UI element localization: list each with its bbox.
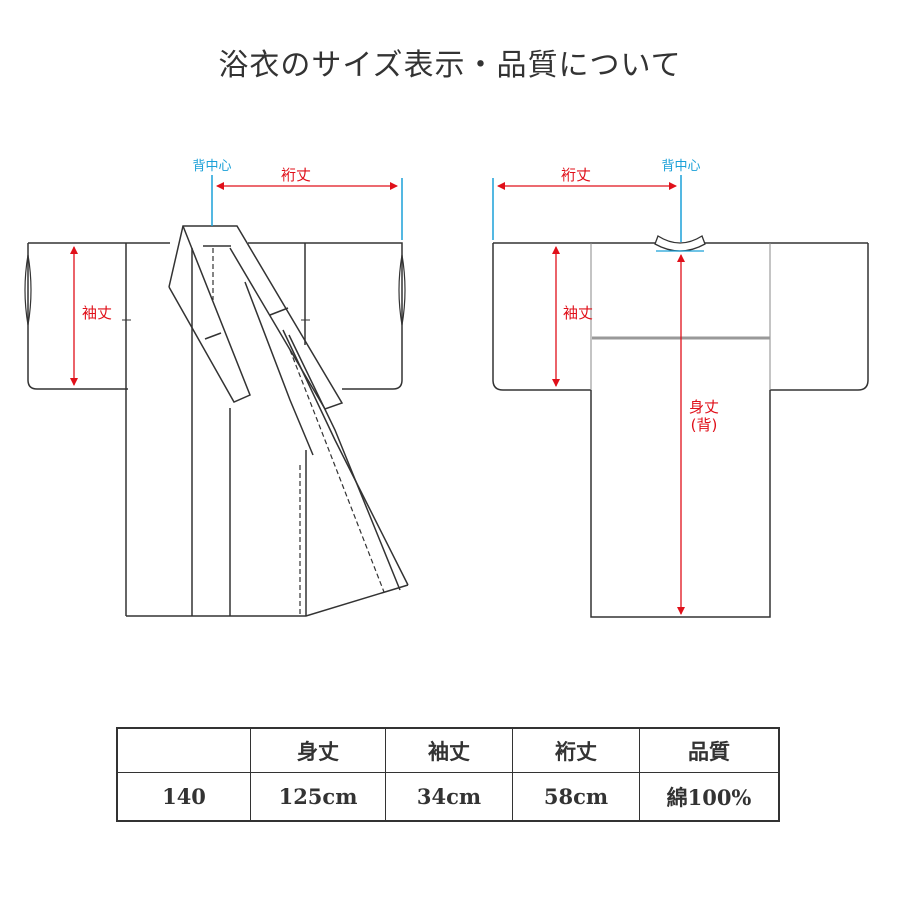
back-back-center-label: 背中心 bbox=[661, 159, 700, 174]
back-yuki-label: 裄丈 bbox=[561, 166, 591, 184]
front-measurements bbox=[70, 175, 403, 386]
yukata-size-diagram: 背中心 裄丈 袖丈 背中心 裄丈 袖丈 身丈 (背) bbox=[24, 159, 869, 618]
back-mitake-note: (背) bbox=[691, 416, 718, 434]
table-cell-quality: 綿100% bbox=[639, 772, 780, 822]
front-yuki-label: 裄丈 bbox=[281, 166, 311, 184]
table-header-cell: 身丈 bbox=[250, 727, 386, 773]
table-header-cell: 裄丈 bbox=[512, 727, 640, 773]
front-view bbox=[24, 225, 409, 617]
front-sode-label: 袖丈 bbox=[82, 304, 112, 322]
front-back-center-label: 背中心 bbox=[192, 159, 231, 174]
table-row: 140 125cm 34cm 58cm 綿100% bbox=[116, 772, 780, 822]
back-sode-label: 袖丈 bbox=[563, 304, 593, 322]
table-cell-sode: 34cm bbox=[385, 772, 513, 822]
table-cell-yuki: 58cm bbox=[512, 772, 640, 822]
size-table: 身丈 袖丈 裄丈 品質 140 125cm 34cm 58cm 綿100% bbox=[116, 727, 780, 822]
table-header-cell: 品質 bbox=[639, 727, 780, 773]
table-header-cell: 袖丈 bbox=[385, 727, 513, 773]
table-cell-mitake: 125cm bbox=[250, 772, 386, 822]
table-cell-size: 140 bbox=[116, 772, 251, 822]
back-view bbox=[492, 235, 869, 618]
table-header-cell bbox=[116, 727, 251, 773]
back-measurements bbox=[492, 175, 704, 615]
table-header-row: 身丈 袖丈 裄丈 品質 bbox=[116, 727, 780, 773]
back-mitake-label: 身丈 bbox=[689, 398, 719, 416]
page-title: 浴衣のサイズ表示・品質について bbox=[218, 48, 682, 83]
